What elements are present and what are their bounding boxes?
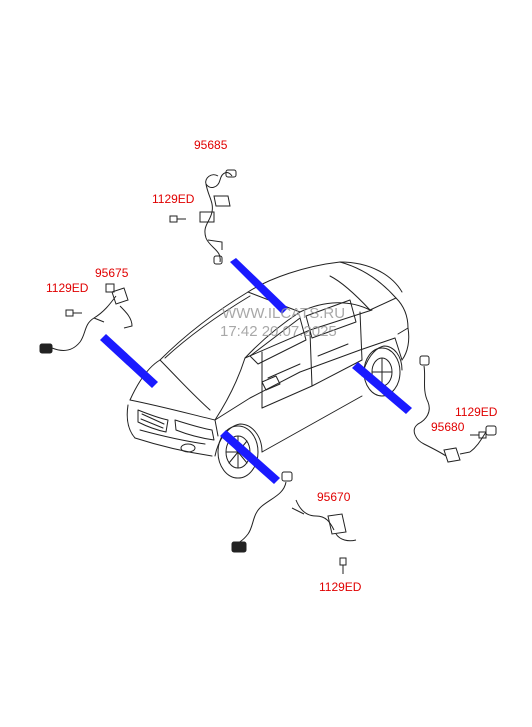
part-number-1129ed-right[interactable]: 1129ED [455,405,498,419]
leader-top [230,258,288,314]
watermark-timestamp: 17:42 20.07.2025 [220,323,337,340]
wheel-speed-sensor-right[interactable] [413,355,497,463]
leader-left [100,334,158,388]
leader-lines [100,258,412,484]
leader-right [352,362,412,414]
bolt-right[interactable] [470,431,487,439]
bolt-top[interactable] [169,215,186,223]
wheel-speed-sensor-bottom[interactable] [231,471,357,553]
part-number-95685[interactable]: 95685 [194,138,228,152]
wheel-speed-sensor-top[interactable] [199,169,237,265]
part-number-95675[interactable]: 95675 [95,266,129,280]
part-number-1129ed-left[interactable]: 1129ED [46,281,89,295]
leader-bottom [220,430,280,484]
wheel-speed-sensor-left[interactable] [39,283,133,354]
part-number-1129ed-bottom[interactable]: 1129ED [319,580,362,594]
bolt-bottom[interactable] [339,557,347,574]
watermark-site: WWW.ILCATS.RU [222,305,346,322]
part-number-1129ed-top[interactable]: 1129ED [152,192,195,206]
bolt-left[interactable] [65,309,82,317]
part-number-95680[interactable]: 95680 [431,420,465,434]
part-number-95670[interactable]: 95670 [317,490,351,504]
